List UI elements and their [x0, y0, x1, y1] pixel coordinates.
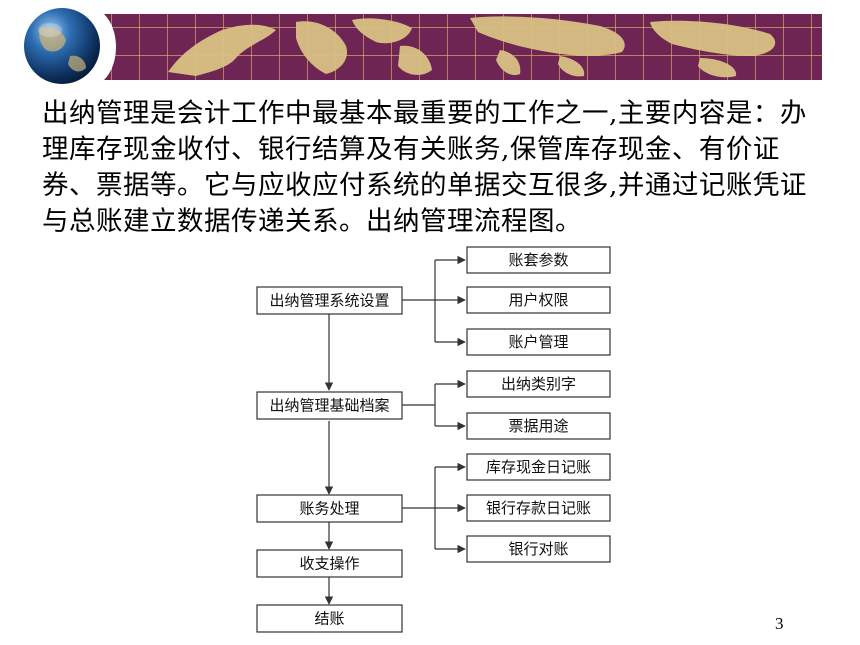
header-banner: [24, 8, 822, 84]
node-closing: 结账: [314, 610, 344, 628]
node-cash-journal: 库存现金日记账: [486, 458, 591, 476]
node-bank-journal: 银行存款日记账: [486, 499, 591, 517]
node-account-set-params: 账套参数: [508, 251, 568, 269]
node-user-permissions: 用户权限: [508, 291, 568, 309]
node-accounting: 账务处理: [299, 500, 359, 518]
world-map-land: [168, 16, 776, 78]
node-bill-usage: 票据用途: [508, 417, 568, 435]
node-receipts-payments: 收支操作: [299, 555, 359, 573]
globe-icon: [24, 8, 100, 84]
node-bank-reconciliation: 银行对账: [508, 540, 568, 558]
node-basic-archive: 出纳管理基础档案: [269, 397, 389, 415]
node-system-setup: 出纳管理系统设置: [269, 292, 389, 310]
intro-paragraph: 出纳管理是会计工作中最基本最重要的工作之一,主要内容是：办理库存现金收付、银行结…: [42, 98, 807, 237]
page-number: 3: [775, 614, 784, 633]
node-account-management: 账户管理: [508, 333, 568, 351]
node-cashier-category: 出纳类别字: [501, 375, 576, 393]
